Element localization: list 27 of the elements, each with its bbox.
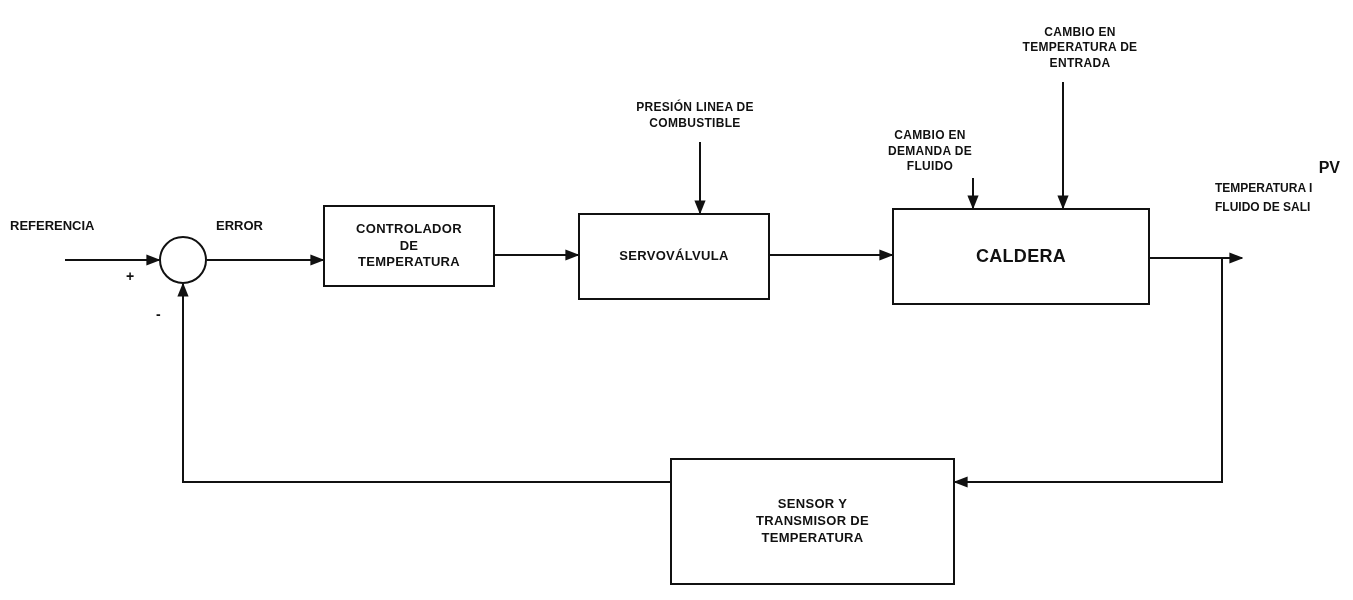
disturbance-label: CAMBIO EN TEMPERATURA DE ENTRADA	[1021, 24, 1139, 72]
edge-label: ERROR	[214, 218, 265, 233]
output-label: FLUIDO DE SALI	[1215, 200, 1311, 215]
box-label: SENSOR Y TRANSMISOR DE TEMPERATURA	[755, 496, 870, 547]
arrow	[494, 249, 580, 261]
output-label: PV	[1318, 158, 1340, 178]
process-box	[670, 458, 955, 585]
process-box	[578, 213, 770, 300]
summing-junction	[159, 236, 207, 284]
arrow	[967, 177, 979, 210]
box-label: CONTROLADOR DE TEMPERATURA	[355, 220, 463, 272]
box-label: CALDERA	[975, 244, 1067, 268]
box-label: SERVOVÁLVULA	[619, 248, 729, 265]
output-label: TEMPERATURA I	[1215, 181, 1313, 196]
arrow	[694, 141, 706, 215]
arrow	[177, 282, 671, 483]
edge-label: REFERENCIA	[8, 218, 97, 233]
sign-label: +	[126, 268, 135, 285]
arrow	[206, 254, 325, 266]
process-box	[892, 208, 1150, 305]
process-box	[323, 205, 495, 287]
disturbance-label: CAMBIO EN DEMANDA DE FLUIDO	[887, 128, 973, 175]
arrow	[64, 254, 161, 266]
disturbance-label: PRESIÓN LINEA DE COMBUSTIBLE	[635, 100, 755, 132]
sign-label: -	[156, 306, 161, 323]
arrow	[1057, 81, 1069, 210]
arrow	[769, 249, 894, 261]
